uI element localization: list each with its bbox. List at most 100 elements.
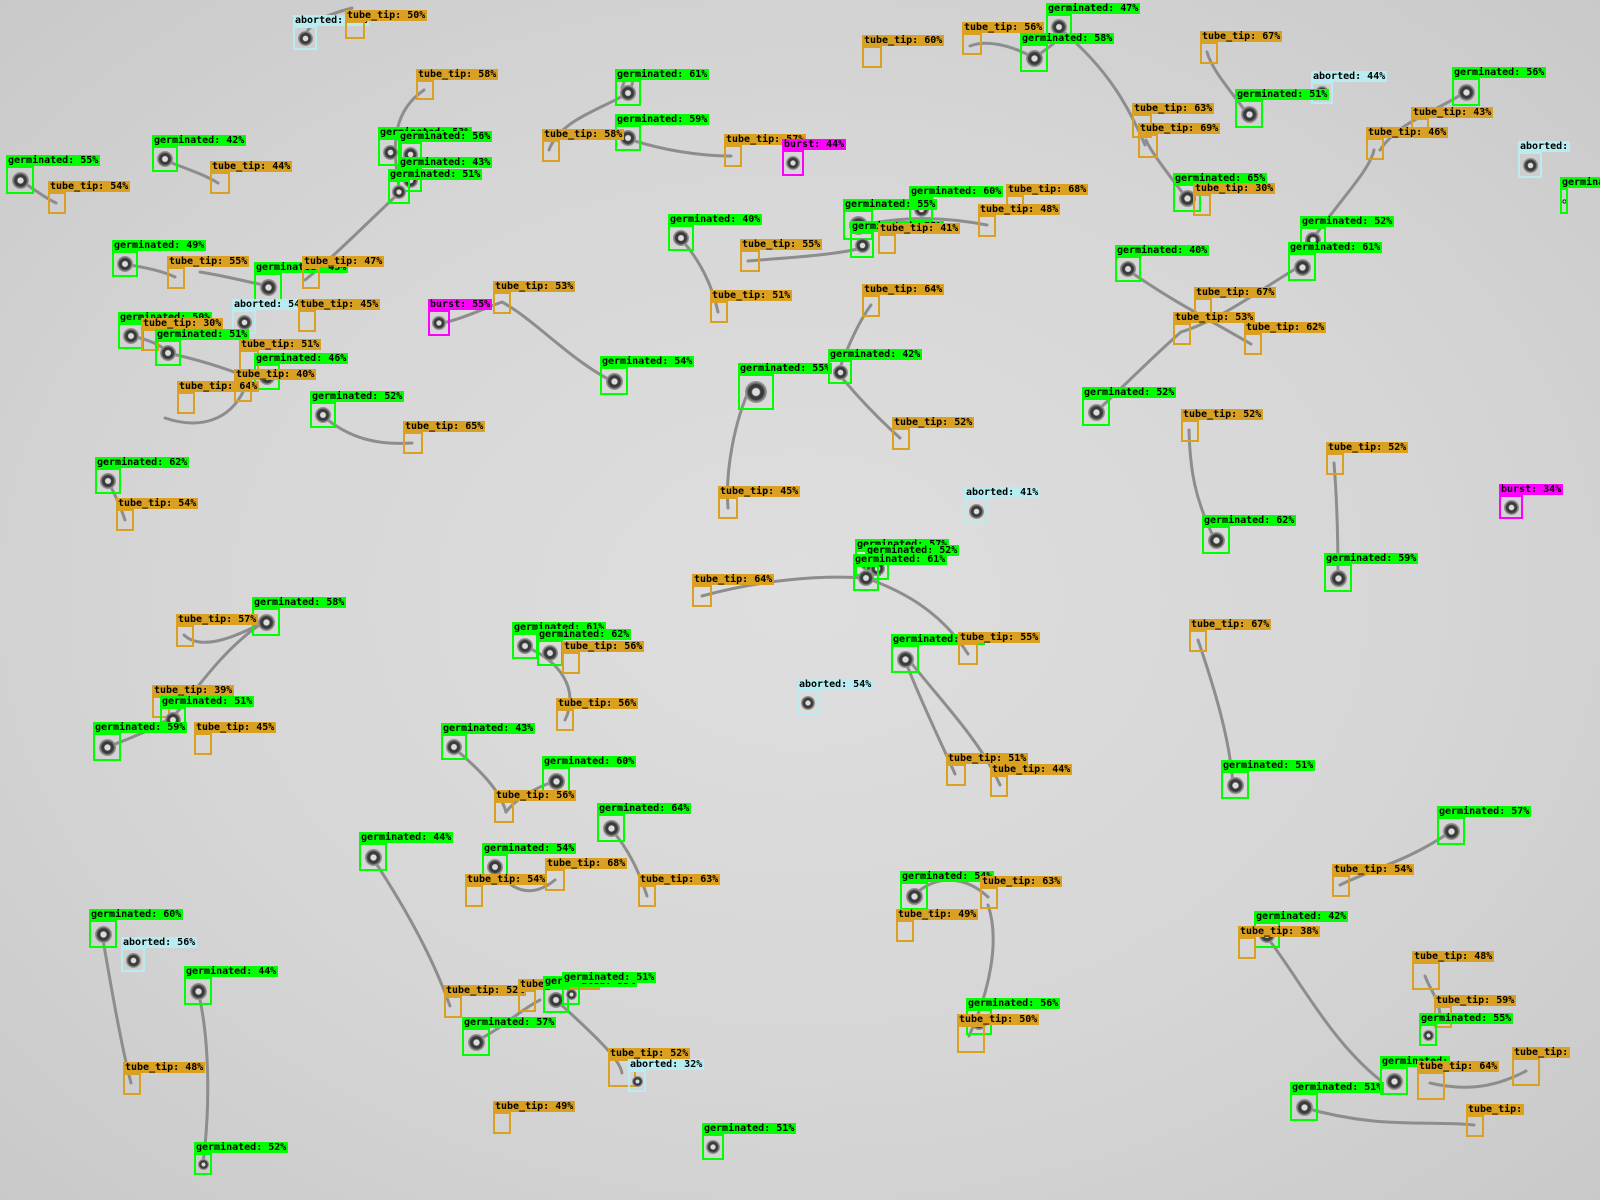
pollen-grain <box>706 1140 720 1154</box>
bounding-box <box>1193 194 1211 216</box>
detection-label: germinated: 56% <box>398 131 493 142</box>
bounding-box <box>359 843 387 871</box>
detection-label: germinated: 42% <box>152 135 247 146</box>
detection-label: aborted: 61% <box>293 15 370 26</box>
detection-label: germinated: 62% <box>95 457 190 468</box>
detection-label: tube_tip: 57% <box>724 134 807 145</box>
detection-label: tube_tip: 54% <box>1332 864 1415 875</box>
bounding-box <box>862 46 882 68</box>
detection-label: germinated: 51% <box>160 696 255 707</box>
bounding-box <box>668 225 694 251</box>
pollen-grain <box>833 365 848 380</box>
bounding-box <box>493 1112 511 1134</box>
bounding-box <box>1238 937 1256 959</box>
bounding-box <box>388 180 410 204</box>
bounding-box <box>293 26 317 50</box>
detection-label: tube_tip: 52% <box>892 417 975 428</box>
detection-label: tube_tip: 51% <box>239 339 322 350</box>
detection-label: germinated: 40% <box>668 214 763 225</box>
bounding-box <box>738 374 774 410</box>
detection-label: germinated: 51% <box>1290 1082 1385 1093</box>
detection-label: tube_tip: 48% <box>123 1062 206 1073</box>
detection-label: tube_tip: 46% <box>1366 127 1449 138</box>
bounding-box <box>1235 100 1263 128</box>
bounding-box <box>1412 962 1440 990</box>
detection-label: tube_tip: 67% <box>1189 619 1272 630</box>
bounding-box <box>444 996 462 1018</box>
detection-label: tube_tip: 64% <box>862 284 945 295</box>
bounding-box <box>1366 138 1384 160</box>
detection-label: germinated: <box>1560 177 1600 188</box>
bounding-box <box>608 1059 636 1087</box>
pollen-grain <box>603 820 620 837</box>
pollen-grain <box>1088 404 1105 421</box>
bounding-box <box>1326 453 1344 475</box>
bounding-box <box>1452 78 1480 106</box>
pollen-grain <box>1443 823 1460 840</box>
bounding-box <box>1332 875 1350 897</box>
detection-label: germinated: <box>1380 1056 1451 1067</box>
detection-label: aborted: 54% <box>232 299 309 310</box>
bounding-box <box>494 801 514 823</box>
bounding-box <box>1221 771 1249 799</box>
detection-label: tube_tip: 49% <box>896 909 979 920</box>
pollen-grain <box>487 859 503 875</box>
pollen-tube <box>1265 935 1382 1082</box>
detection-label: tube_tip: 48% <box>1412 951 1495 962</box>
pollen-tube <box>320 413 414 445</box>
bounding-box <box>1082 398 1110 426</box>
pollen-grain <box>468 1034 485 1051</box>
bounding-box <box>93 733 121 761</box>
pollen-tube <box>1338 830 1452 887</box>
detection-label: tube_tip: 59% <box>1434 995 1517 1006</box>
pollen-tube <box>452 746 508 814</box>
bounding-box <box>167 267 185 289</box>
bounding-box <box>964 498 988 524</box>
detection-label: tube_tip: 55% <box>958 632 1041 643</box>
detection-label: tube_tip: 56% <box>556 698 639 709</box>
pollen-tube <box>1205 50 1248 114</box>
bounding-box <box>862 295 880 317</box>
pollen-grain <box>198 1159 209 1170</box>
detection-label: germinated: 54% <box>600 356 695 367</box>
bounding-box <box>302 267 320 289</box>
detection-label: tube_tip: 53% <box>493 281 576 292</box>
detection-label: aborted: 44% <box>1311 71 1388 82</box>
bounding-box <box>600 367 628 395</box>
detection-label: germinated: 59% <box>615 114 710 125</box>
bounding-box <box>112 251 138 277</box>
bounding-box <box>184 977 212 1005</box>
pollen-grain <box>1294 259 1311 276</box>
detection-label: germinated: 52% <box>865 545 960 556</box>
pollen-grain <box>542 645 558 661</box>
bounding-box <box>900 882 928 910</box>
bounding-box <box>1380 1067 1408 1095</box>
detection-label: tube_tip: 54% <box>116 498 199 509</box>
detection-label: aborted: 41% <box>964 487 1041 498</box>
pollen-grain <box>1562 199 1567 204</box>
pollen-grain <box>99 739 116 756</box>
pollen-grain <box>95 926 112 943</box>
bounding-box <box>1512 1058 1540 1086</box>
detection-label: germinated: 49% <box>112 240 207 251</box>
bounding-box <box>1560 188 1568 214</box>
detection-label: tube_tip: 45% <box>298 299 381 310</box>
detection-label: tube_tip: 52% <box>1326 442 1409 453</box>
bounding-box <box>710 301 728 323</box>
pollen-grain <box>745 381 767 403</box>
bounding-box <box>891 645 919 673</box>
bounding-box <box>403 432 423 454</box>
burst-grain <box>1504 500 1519 515</box>
pollen-tube <box>678 236 720 314</box>
bounding-box <box>48 192 66 214</box>
pollen-grain <box>606 373 623 390</box>
pollen-tube <box>1126 268 1253 346</box>
detection-label: germinated: 61% <box>615 69 710 80</box>
pollen-grain <box>392 185 406 199</box>
detection-label: germinated: 62% <box>1202 515 1297 526</box>
burst-grain <box>786 156 800 170</box>
pollen-grain <box>855 238 870 253</box>
bounding-box <box>1324 564 1352 592</box>
bounding-box <box>310 402 336 428</box>
